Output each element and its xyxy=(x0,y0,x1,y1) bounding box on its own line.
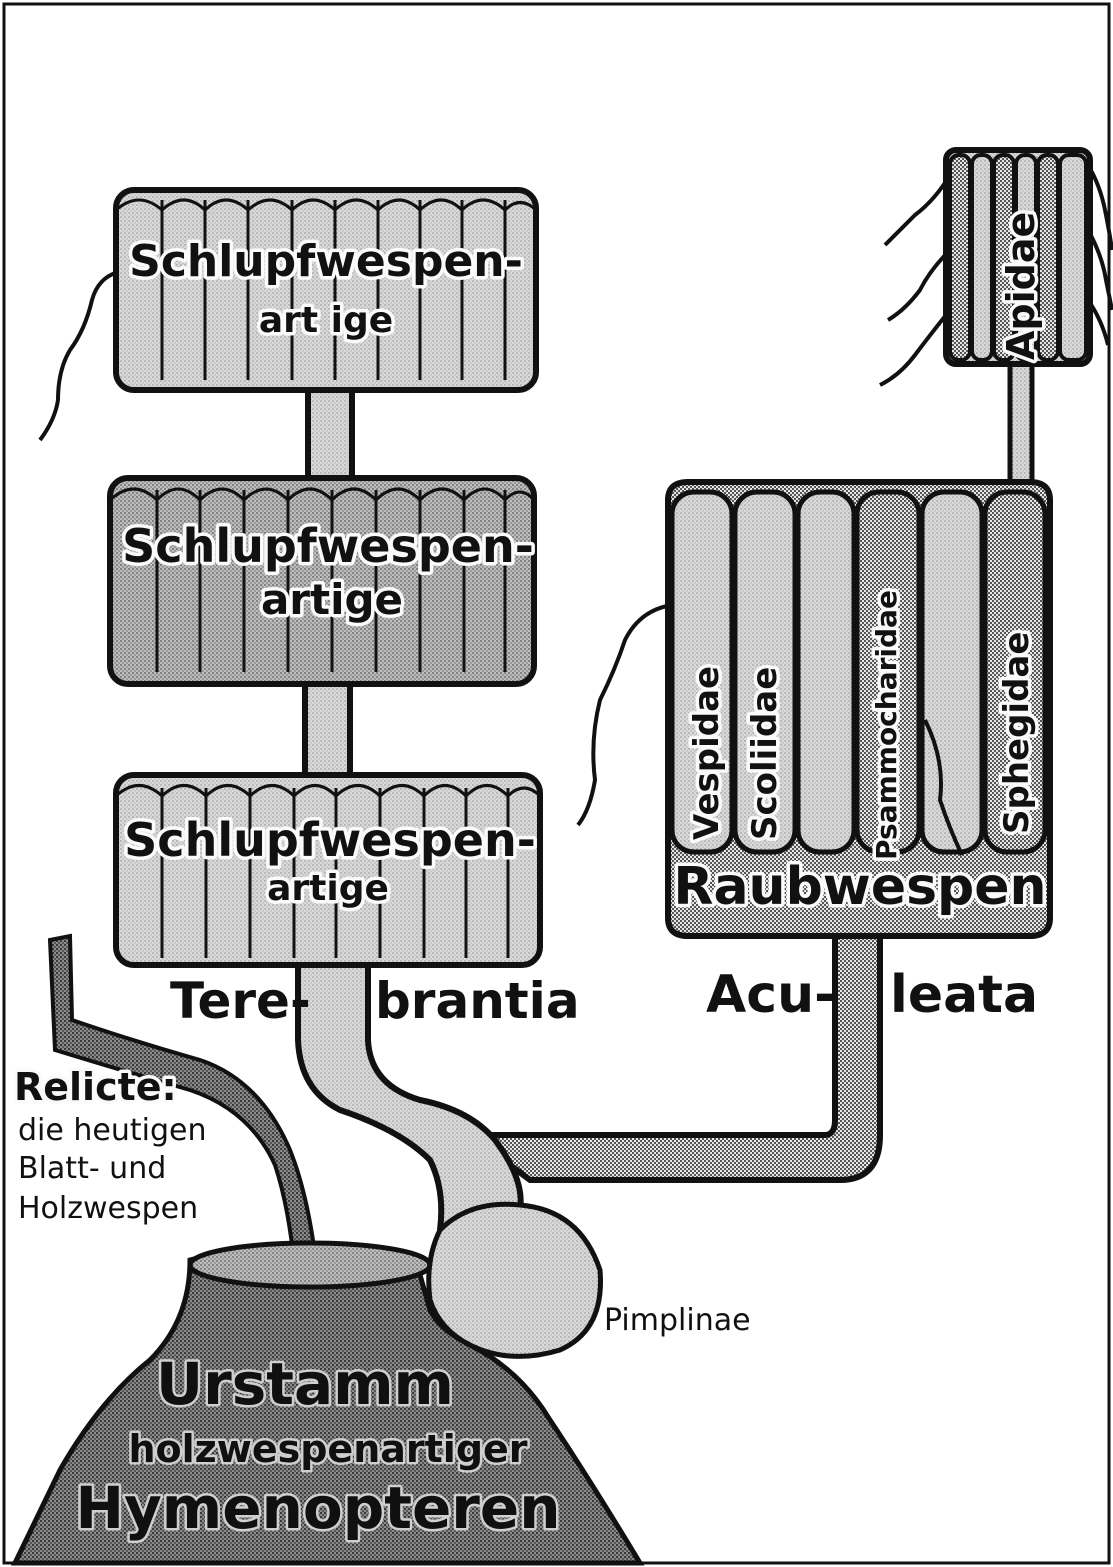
relicte-line2: Blatt- und xyxy=(18,1151,166,1186)
terebrantia-part1: Tere- xyxy=(170,972,311,1030)
family-psammocharidae: Psammocharidae xyxy=(870,590,903,860)
terebrantia-part2: brantia xyxy=(375,972,580,1030)
aculeata-part2: leata xyxy=(890,965,1038,1025)
pimplinae-label: Pimplinae xyxy=(604,1303,751,1338)
raubwespen-block xyxy=(665,479,1053,939)
family-scoliidae: Scoliidae xyxy=(745,667,785,840)
relicte-title: Relicte: xyxy=(14,1065,177,1109)
family-apidae: Apidae xyxy=(999,212,1043,360)
urstamm-line2: holzwespenartiger xyxy=(128,1427,527,1471)
apidae-stalk xyxy=(1007,357,1035,498)
relicte-line3: Holzwespen xyxy=(18,1191,198,1226)
schlupfwespen-2-line1: Schlupfwespen- xyxy=(122,519,534,573)
raubwespen-label: Raubwespen xyxy=(673,857,1046,917)
aculeata-part1: Acu- xyxy=(706,965,836,1025)
raubwespen-wavy-line xyxy=(576,603,673,827)
schlupfwespen-2-line2: artige xyxy=(261,575,403,624)
urstamm-line1: Urstamm xyxy=(156,1350,454,1418)
family-sphegidae: Sphegidae xyxy=(997,632,1037,834)
aculeata-branch xyxy=(467,932,883,1183)
family-vespidae: Vespidae xyxy=(687,666,727,840)
relicte-line1: die heutigen xyxy=(18,1113,206,1148)
urstamm-line3: Hymenopteren xyxy=(75,1474,560,1542)
schlupfwespen-3-line2: artige xyxy=(267,868,389,909)
pimplinae-bulb xyxy=(426,1201,603,1359)
apidae-block xyxy=(879,147,1113,387)
schlupfwespen-3-line1: Schlupfwespen- xyxy=(124,813,536,867)
schlupfwespen-wavy-line xyxy=(38,270,119,442)
schlupfwespen-block-2 xyxy=(107,475,537,687)
urstamm-top-opening xyxy=(187,1240,433,1290)
schlupfwespen-block-1 xyxy=(113,187,539,393)
schlupfwespen-1-line1: Schlupfwespen- xyxy=(129,236,523,287)
schlupfwespen-block-3 xyxy=(113,772,543,968)
schlupfwespen-1-line2: art ige xyxy=(259,300,393,341)
